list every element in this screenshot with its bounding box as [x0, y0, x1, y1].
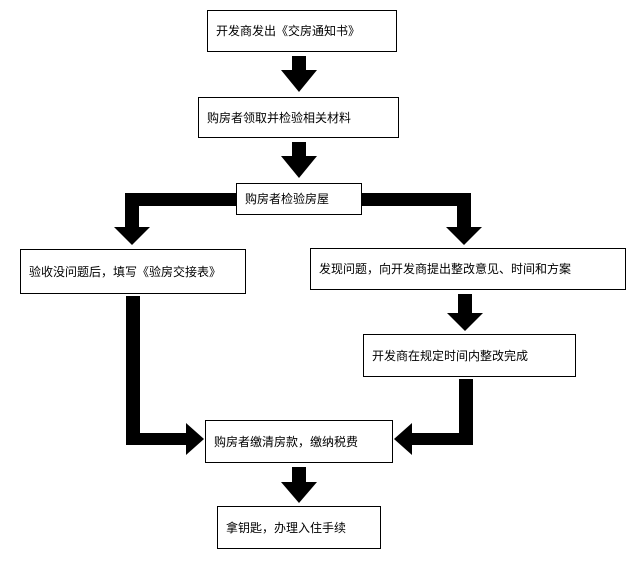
step-label: 拿钥匙，办理入住手续 — [226, 520, 347, 535]
step-label: 发现问题，向开发商提出整改意见、时间和方案 — [319, 262, 572, 276]
step-label: 购房者检验房屋 — [245, 192, 330, 206]
arrow-inspect-to-accept — [114, 193, 236, 245]
arrow-problem-to-rectify — [447, 294, 483, 331]
step-label: 验收没问题后，填写《验房交接表》 — [29, 264, 222, 279]
step-accept-and-sign: 验收没问题后，填写《验房交接表》 — [20, 249, 246, 294]
arrow-inspect-to-problem — [362, 193, 482, 245]
step-inspect-house: 购房者检验房屋 — [236, 183, 362, 215]
step-developer-rectifies: 开发商在规定时间内整改完成 — [363, 334, 576, 377]
step-label: 开发商发出《交房通知书》 — [216, 24, 361, 38]
arrow-accept-to-payment — [126, 296, 204, 455]
step-report-problems: 发现问题，向开发商提出整改意见、时间和方案 — [310, 248, 626, 290]
arrow-collect-materials-to-inspect-house — [281, 142, 317, 178]
arrow-rectify-to-payment — [394, 379, 473, 455]
step-collect-materials: 购房者领取并检验相关材料 — [198, 97, 399, 138]
step-label: 购房者缴清房款，缴纳税费 — [214, 434, 359, 449]
step-receive-keys: 拿钥匙，办理入住手续 — [217, 506, 381, 549]
step-label: 开发商在规定时间内整改完成 — [372, 348, 529, 363]
arrow-payment-to-keys — [281, 467, 317, 503]
step-label: 购房者领取并检验相关材料 — [207, 110, 352, 125]
step-send-handover-notice: 开发商发出《交房通知书》 — [207, 10, 397, 52]
step-pay-balance-and-taxes: 购房者缴清房款，缴纳税费 — [205, 420, 393, 463]
arrow-send-notice-to-collect-materials — [281, 56, 317, 92]
